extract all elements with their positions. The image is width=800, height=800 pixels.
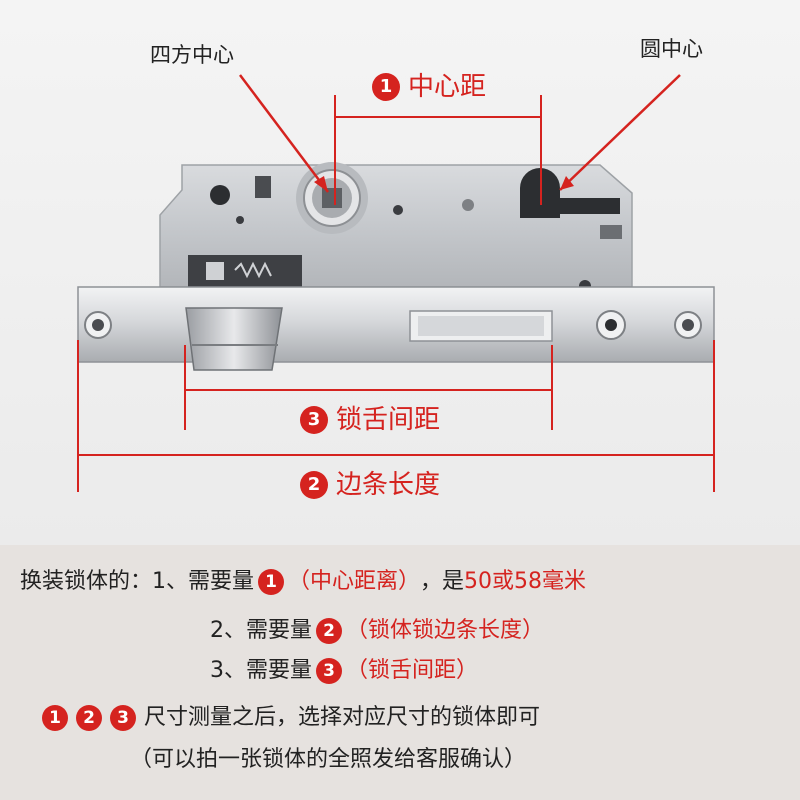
note-line-2: 2、需要量 2 （锁体锁边条长度） bbox=[210, 616, 544, 646]
badge-3: 3 bbox=[300, 406, 328, 434]
square-center-label: 四方中心 bbox=[150, 43, 234, 67]
note-2-prefix: 2、需要量 bbox=[210, 618, 312, 643]
note-4-badge-1: 1 bbox=[42, 705, 68, 731]
notes-panel bbox=[0, 545, 800, 800]
note-4-text: 尺寸测量之后，选择对应尺寸的锁体即可 bbox=[144, 705, 541, 730]
dim-latch-spacing-label: 锁舌间距 bbox=[336, 405, 441, 435]
hole bbox=[210, 185, 230, 205]
note-1-prefix: 换装锁体的：1、需要量 bbox=[20, 569, 254, 594]
mortise-lock-illustration bbox=[77, 74, 715, 492]
note-4-badge-3: 3 bbox=[110, 705, 136, 731]
note-1-red-text: （中心距离） bbox=[288, 569, 421, 594]
note-line-1: 换装锁体的：1、需要量 1 （中心距离） ，是 50或58毫米 bbox=[20, 567, 586, 597]
note-3-badge: 3 bbox=[316, 658, 342, 684]
note-3-prefix: 3、需要量 bbox=[210, 658, 312, 683]
dim-faceplate-length: 2 边条长度 bbox=[300, 470, 440, 500]
note-4-badge-2: 2 bbox=[76, 705, 102, 731]
note-line-4: 1 2 3 尺寸测量之后，选择对应尺寸的锁体即可 bbox=[38, 703, 540, 733]
badge-1: 1 bbox=[372, 73, 400, 101]
note-5-text: （可以拍一张锁体的全照发给客服确认） bbox=[130, 747, 527, 772]
square-hole bbox=[322, 188, 342, 208]
note-1-red-value: 50或58毫米 bbox=[464, 569, 587, 594]
dim-latch-spacing: 3 锁舌间距 bbox=[300, 405, 440, 435]
note-1-middle: ，是 bbox=[420, 569, 465, 594]
note-line-5: （可以拍一张锁体的全照发给客服确认） bbox=[130, 745, 526, 775]
dim-center-distance: 1 中心距 bbox=[372, 72, 486, 102]
round-center-label: 圆中心 bbox=[640, 37, 703, 61]
dim-center-distance-label: 中心距 bbox=[408, 72, 487, 102]
latch-bolt bbox=[185, 307, 283, 371]
cylinder-keyhole bbox=[520, 168, 620, 218]
slot bbox=[255, 176, 271, 198]
badge-2: 2 bbox=[300, 471, 328, 499]
note-line-3: 3、需要量 3 （锁舌间距） bbox=[210, 656, 478, 686]
note-3-red-text: （锁舌间距） bbox=[346, 658, 479, 683]
note-2-red-text: （锁体锁边条长度） bbox=[346, 618, 545, 643]
note-1-badge: 1 bbox=[258, 569, 284, 595]
dim-faceplate-length-label: 边条长度 bbox=[336, 470, 441, 500]
note-2-badge: 2 bbox=[316, 618, 342, 644]
